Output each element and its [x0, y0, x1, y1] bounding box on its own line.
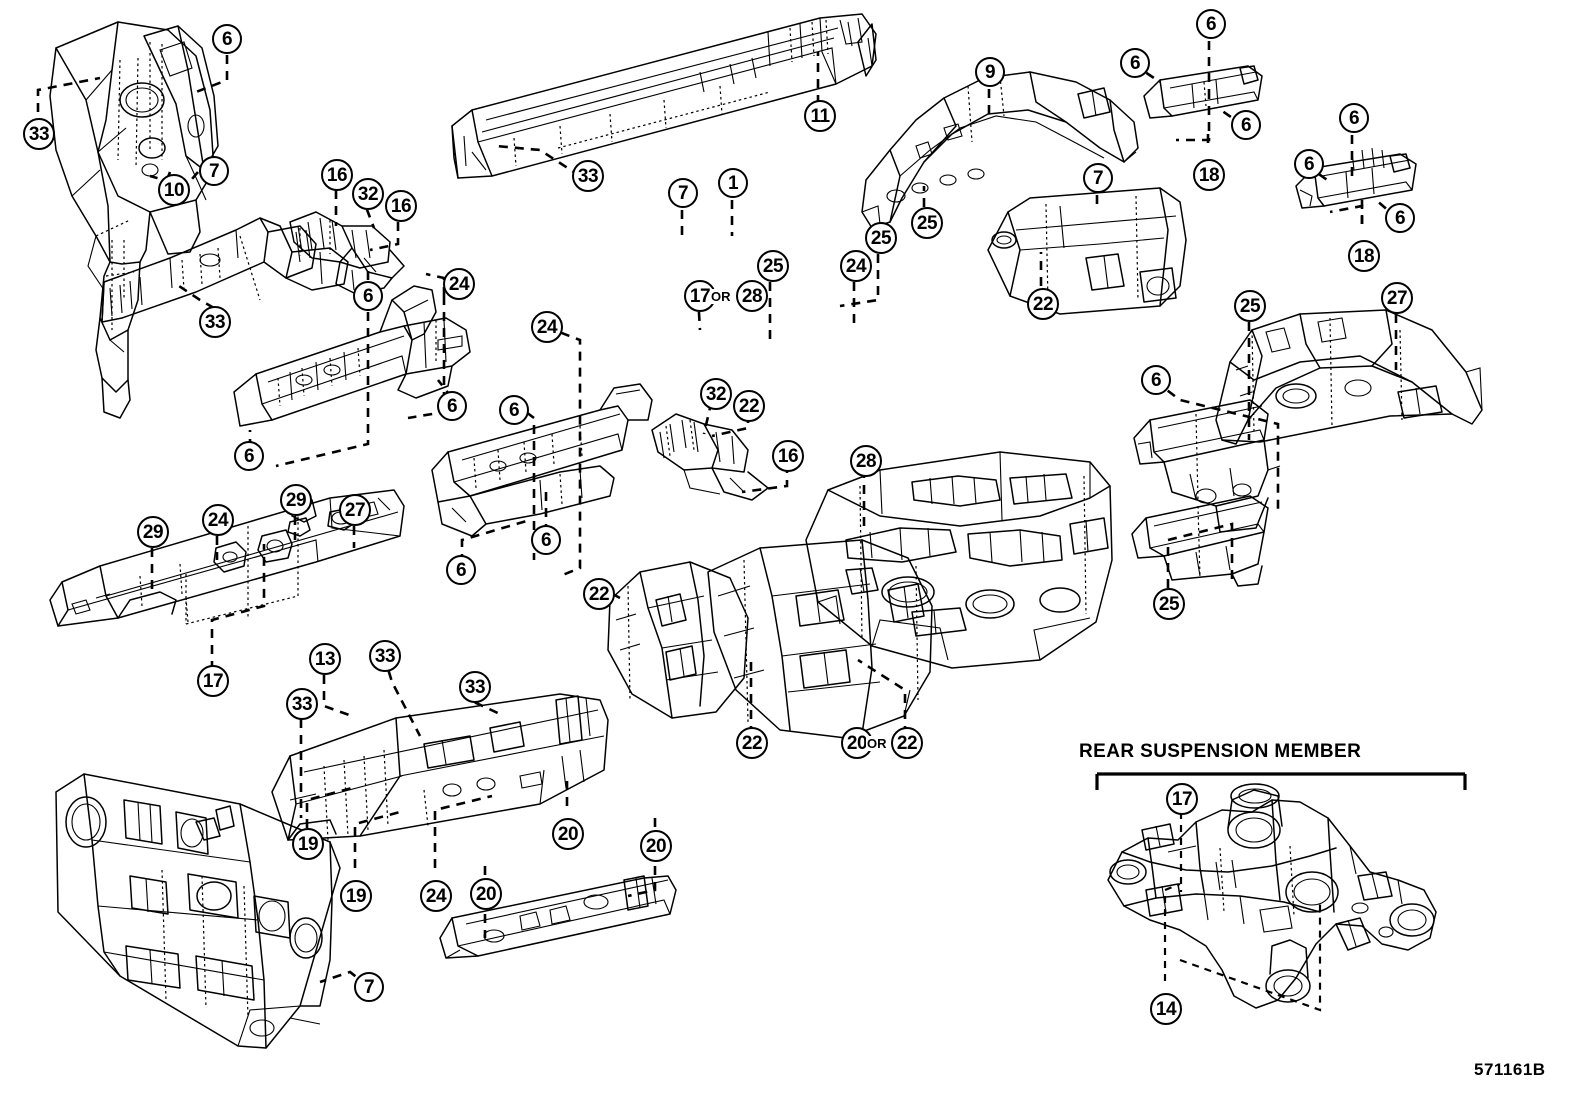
callout-20[interactable]: 20 — [470, 878, 502, 910]
rear-suspension-member — [1107, 783, 1437, 1009]
callout-28[interactable]: 28 — [850, 445, 882, 477]
callout-25[interactable]: 25 — [865, 222, 897, 254]
rear-floor-pan — [805, 451, 1113, 669]
callout-20[interactable]: 20 — [552, 818, 584, 850]
rocker-inner-panel — [101, 217, 349, 323]
brace-pair-16-32 — [289, 211, 405, 295]
callout-19[interactable]: 19 — [340, 880, 372, 912]
callout-1[interactable]: 1 — [718, 168, 748, 198]
callout-27[interactable]: 27 — [339, 494, 371, 526]
callout-16[interactable]: 16 — [385, 190, 417, 222]
front-side-member-left — [233, 285, 471, 427]
callout-7[interactable]: 7 — [668, 178, 698, 208]
callout-7[interactable]: 7 — [199, 156, 229, 186]
dash-panel — [55, 773, 341, 1049]
callout-24[interactable]: 24 — [420, 880, 452, 912]
rear-panel-lower-right — [1131, 495, 1269, 587]
callout-6[interactable]: 6 — [1120, 48, 1150, 78]
callout-6[interactable]: 6 — [1294, 149, 1324, 179]
callout-6[interactable]: 6 — [1385, 203, 1415, 233]
rocker-outer-rail — [451, 13, 877, 179]
callout-7[interactable]: 7 — [1083, 163, 1113, 193]
callout-6[interactable]: 6 — [353, 281, 383, 311]
callout-6[interactable]: 6 — [446, 555, 476, 585]
callout-18[interactable]: 18 — [1193, 159, 1225, 191]
or-separator-label: OR — [866, 736, 888, 751]
callout-9[interactable]: 9 — [975, 57, 1005, 87]
callout-6[interactable]: 6 — [1196, 9, 1226, 39]
callout-22[interactable]: 22 — [733, 390, 765, 422]
callout-24[interactable]: 24 — [531, 311, 563, 343]
callout-22[interactable]: 22 — [583, 578, 615, 610]
callout-32[interactable]: 32 — [700, 378, 732, 410]
group-bracket — [1095, 772, 1467, 790]
callout-25[interactable]: 25 — [1153, 588, 1185, 620]
callout-16[interactable]: 16 — [772, 440, 804, 472]
center-bracket-32-22 — [651, 413, 769, 501]
rear-crossmember-left — [607, 561, 749, 719]
callout-16[interactable]: 16 — [321, 159, 353, 191]
diagram-id-label: 571161B — [1474, 1060, 1546, 1079]
callout-6[interactable]: 6 — [499, 395, 529, 425]
callout-22[interactable]: 22 — [736, 727, 768, 759]
front-side-member-right — [861, 71, 1139, 229]
callout-6[interactable]: 6 — [1141, 365, 1171, 395]
callout-17[interactable]: 17 — [1166, 783, 1198, 815]
callout-6[interactable]: 6 — [212, 24, 242, 54]
callout-29[interactable]: 29 — [137, 516, 169, 548]
callout-6[interactable]: 6 — [437, 391, 467, 421]
callout-25[interactable]: 25 — [911, 207, 943, 239]
callout-33[interactable]: 33 — [199, 306, 231, 338]
callout-13[interactable]: 13 — [309, 643, 341, 675]
or-separator-label: OR — [710, 289, 732, 304]
callout-28[interactable]: 28 — [736, 280, 768, 312]
callout-33[interactable]: 33 — [369, 640, 401, 672]
callout-33[interactable]: 33 — [286, 688, 318, 720]
callout-24[interactable]: 24 — [840, 250, 872, 282]
callout-11[interactable]: 11 — [804, 100, 836, 132]
callout-32[interactable]: 32 — [352, 178, 384, 210]
callout-33[interactable]: 33 — [459, 671, 491, 703]
callout-22[interactable]: 22 — [1027, 288, 1059, 320]
upper-right-channel-7 — [857, 23, 877, 77]
callout-6[interactable]: 6 — [1339, 103, 1369, 133]
callout-33[interactable]: 33 — [572, 160, 604, 192]
callout-22[interactable]: 22 — [891, 727, 923, 759]
group-title: REAR SUSPENSION MEMBER — [1079, 741, 1362, 762]
callout-6[interactable]: 6 — [234, 441, 264, 471]
callout-14[interactable]: 14 — [1150, 993, 1182, 1025]
callout-19[interactable]: 19 — [292, 828, 324, 860]
callout-20[interactable]: 20 — [640, 830, 672, 862]
callout-33[interactable]: 33 — [23, 118, 55, 150]
callout-29[interactable]: 29 — [280, 484, 312, 516]
callout-6[interactable]: 6 — [1231, 110, 1261, 140]
crossmember-22-right — [987, 187, 1187, 315]
callout-27[interactable]: 27 — [1381, 282, 1413, 314]
callout-6[interactable]: 6 — [531, 525, 561, 555]
callout-24[interactable]: 24 — [202, 504, 234, 536]
callout-7[interactable]: 7 — [354, 972, 384, 1002]
callout-24[interactable]: 24 — [443, 268, 475, 300]
callout-10[interactable]: 10 — [158, 174, 190, 206]
rear-crossmember-center — [707, 539, 933, 739]
callout-25[interactable]: 25 — [1234, 290, 1266, 322]
callout-25[interactable]: 25 — [757, 250, 789, 282]
rear-panel-brace-right — [1133, 399, 1281, 533]
front-pillar-assembly — [49, 21, 219, 419]
rear-floor-side-panel-right — [1215, 309, 1483, 445]
callout-17[interactable]: 17 — [197, 665, 229, 697]
quarter-inner-panel — [271, 693, 609, 841]
callout-18[interactable]: 18 — [1348, 240, 1380, 272]
